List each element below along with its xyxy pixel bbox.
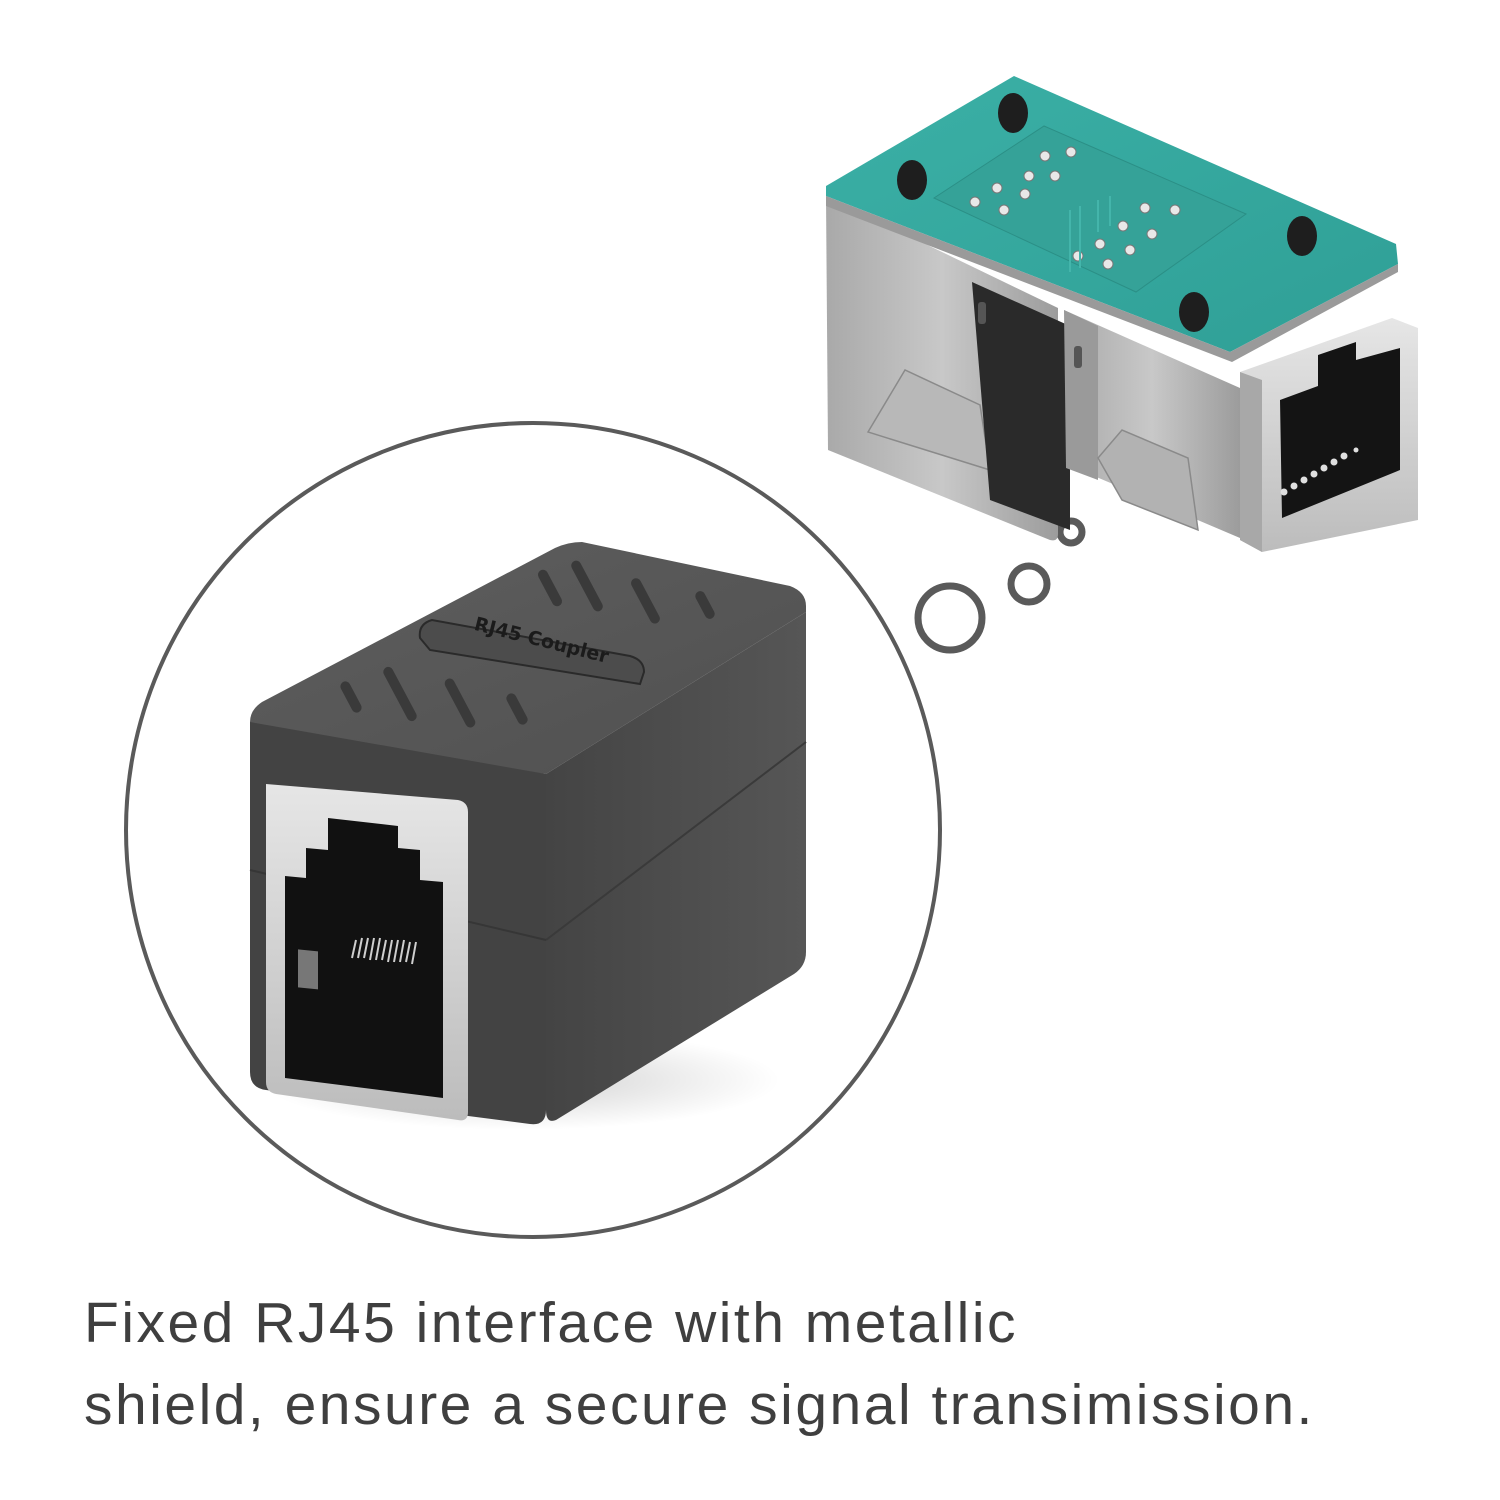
caption: Fixed RJ45 interface with metallic shiel… bbox=[84, 1282, 1484, 1446]
caption-line-1: Fixed RJ45 interface with metallic bbox=[84, 1291, 1018, 1355]
thought-bubble-small bbox=[1056, 517, 1086, 547]
thought-bubble-medium bbox=[1007, 562, 1051, 606]
caption-line-2: shield, ensure a secure signal transimis… bbox=[84, 1373, 1315, 1437]
thought-bubbles bbox=[914, 517, 1086, 654]
black-rj45-coupler: RJ45 Coupler bbox=[249, 542, 807, 1130]
magnifier-circle bbox=[124, 421, 942, 1239]
metal-rj45-coupler bbox=[826, 76, 1418, 552]
thought-bubble-large bbox=[914, 582, 986, 654]
metal-rj45-port bbox=[1280, 342, 1400, 518]
